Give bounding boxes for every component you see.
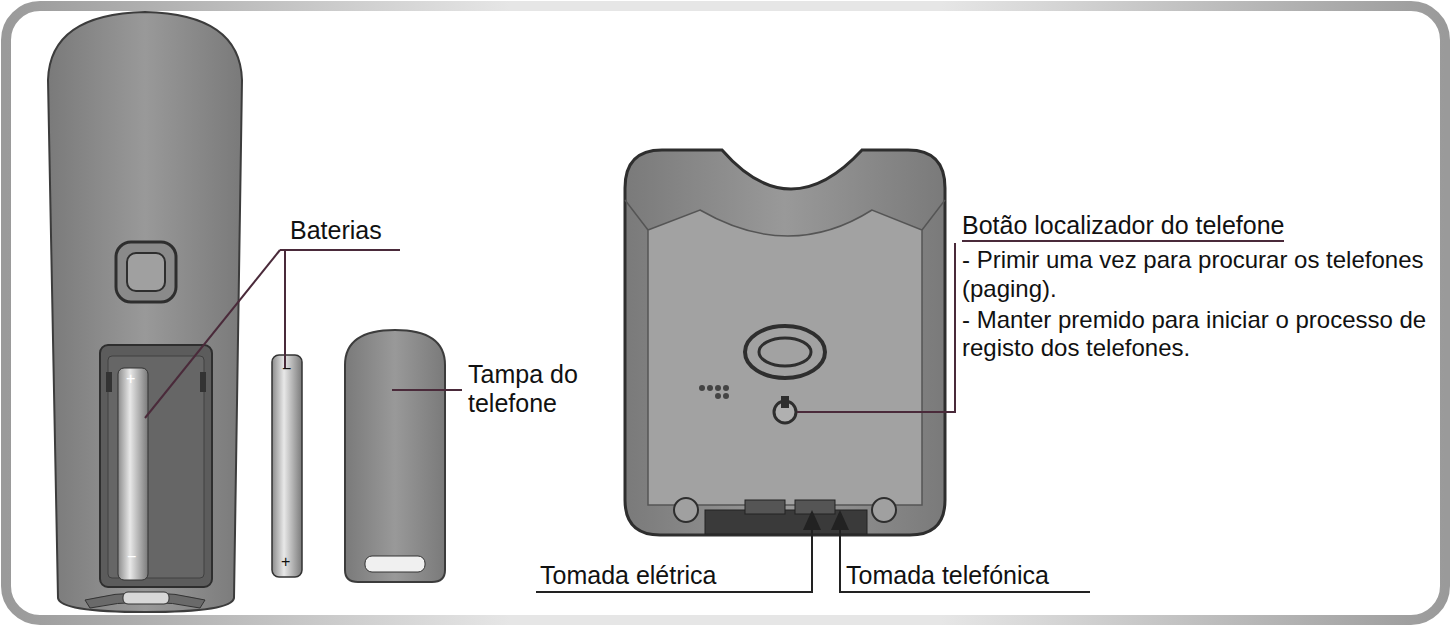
leader-lines	[145, 243, 955, 418]
socket-pointers	[536, 528, 1090, 592]
arrowheads	[803, 510, 849, 530]
polarity-mark: +	[281, 553, 290, 571]
battery	[272, 355, 302, 577]
outer-frame	[6, 6, 1445, 620]
note-text: - Primir uma vez para procurar os telefo…	[962, 246, 1434, 304]
battery-cover	[345, 330, 445, 582]
polarity-mark: −	[127, 548, 136, 566]
handset	[48, 12, 242, 612]
part-label: Botão localizador do telefone	[962, 210, 1284, 242]
base-station	[625, 150, 945, 535]
button-description: Botão localizador do telefone - Primir um…	[962, 210, 1434, 365]
note-text: - Manter premido para iniciar o processo…	[962, 306, 1434, 364]
polarity-mark: +	[126, 370, 135, 388]
polarity-mark: −	[282, 360, 291, 378]
part-label: Tomada elétrica	[540, 561, 716, 590]
part-label: Tomada telefónica	[846, 561, 1049, 590]
part-label: Tampa do telefone	[468, 360, 608, 418]
part-label: Baterias	[290, 216, 382, 245]
